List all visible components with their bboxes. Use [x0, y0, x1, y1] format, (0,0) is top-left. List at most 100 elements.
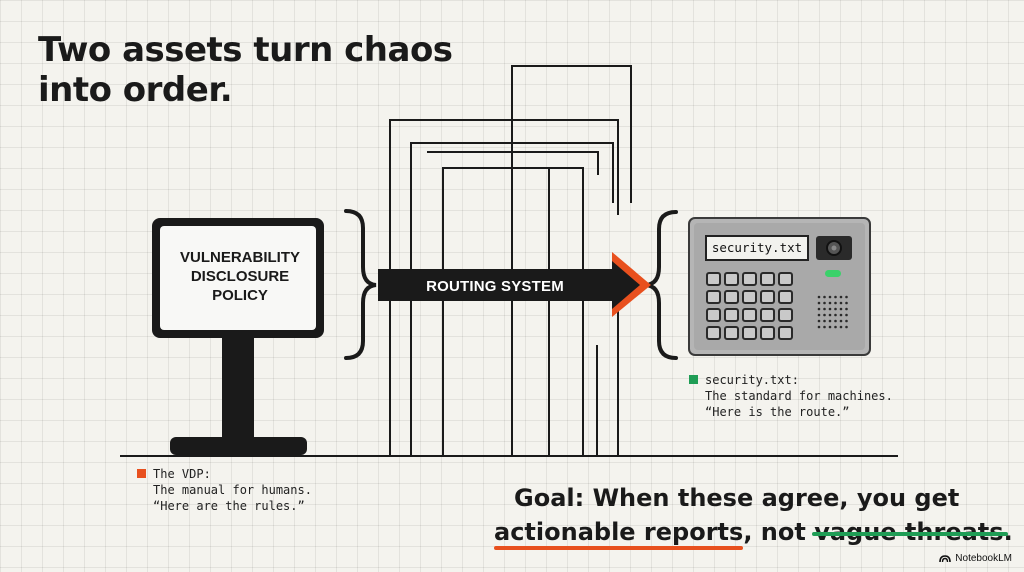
speaker-hole: [828, 307, 832, 311]
keypad-key: [760, 308, 775, 322]
speaker-hole: [845, 295, 848, 299]
speaker-hole: [834, 301, 837, 305]
speaker-hole: [839, 325, 843, 329]
caption-vdp-line-1: The VDP:: [153, 467, 211, 481]
keypad-key: [778, 290, 793, 304]
goal-statement: Goal: When these agree, you get actionab…: [494, 481, 1013, 549]
routing-system-label: ROUTING SYSTEM: [426, 278, 564, 295]
speaker-hole: [817, 295, 821, 299]
speaker-hole: [839, 301, 843, 305]
keypad: [706, 272, 793, 340]
speaker-hole: [823, 319, 826, 323]
vdp-monitor: [152, 218, 324, 455]
keypad-key: [742, 308, 757, 322]
speaker-hole: [834, 295, 837, 299]
keypad-key: [742, 326, 757, 340]
monitor-stand-base: [170, 437, 307, 455]
caption-vdp: The VDP: The manual for humans. “Here ar…: [137, 466, 312, 514]
goal-struck-text: vague threats: [814, 518, 1004, 546]
speaker-grille-icon: [817, 295, 848, 329]
caption-vdp-marker: [137, 469, 146, 478]
notebooklm-logo-icon: [939, 554, 952, 562]
speaker-hole: [834, 307, 837, 311]
speaker-hole: [828, 301, 832, 305]
speaker-hole: [839, 319, 843, 323]
speaker-hole: [834, 313, 837, 317]
routing-wires: [389, 65, 632, 456]
speaker-hole: [828, 319, 832, 323]
device-screen-label: security.txt: [711, 240, 803, 255]
speaker-hole: [834, 325, 837, 329]
goal-end: .: [1003, 518, 1013, 546]
left-brace: [344, 209, 377, 360]
page-title: Two assets turn chaos into order.: [38, 30, 453, 110]
monitor-label: VULNERABILITY DISCLOSURE POLICY: [160, 248, 320, 305]
goal-middle: , not: [743, 518, 815, 546]
brand-watermark: NotebookLM: [939, 553, 1012, 564]
keypad-key: [706, 272, 721, 286]
speaker-hole: [817, 307, 821, 311]
title-line-2: into order.: [38, 70, 233, 110]
wire-3: [511, 65, 632, 203]
keypad-key: [778, 326, 793, 340]
keypad-key: [706, 290, 721, 304]
routing-arrow-head: [612, 261, 640, 309]
keypad-key: [760, 290, 775, 304]
routing-arrow-body: [378, 269, 618, 301]
monitor-line-2: DISCLOSURE: [190, 268, 290, 285]
keypad-key: [742, 290, 757, 304]
speaker-hole: [839, 295, 843, 299]
caption-security-line-2: The standard for machines.: [705, 389, 893, 403]
speaker-hole: [845, 325, 848, 329]
keypad-key: [706, 308, 721, 322]
speaker-hole: [839, 307, 843, 311]
caption-security-txt: security.txt: The standard for machines.…: [689, 372, 893, 420]
brand-name: NotebookLM: [955, 553, 1012, 564]
wire-4: [427, 151, 599, 175]
speaker-hole: [828, 325, 832, 329]
speaker-hole: [823, 325, 826, 329]
speaker-hole: [834, 319, 837, 323]
goal-highlight: actionable reports: [494, 518, 744, 546]
keypad-key: [778, 308, 793, 322]
speaker-hole: [828, 313, 832, 317]
speaker-hole: [845, 307, 848, 311]
keypad-key: [742, 272, 757, 286]
status-led-icon: [825, 270, 841, 277]
goal-line-1: Goal: When these agree, you get: [514, 484, 960, 512]
speaker-hole: [845, 313, 848, 317]
keypad-key: [760, 326, 775, 340]
title-line-1: Two assets turn chaos: [38, 30, 453, 70]
keypad-key: [724, 290, 739, 304]
speaker-hole: [817, 313, 821, 317]
speaker-hole: [823, 307, 826, 311]
security-device: [688, 217, 871, 356]
device-screen: [705, 235, 809, 261]
keypad-key: [778, 272, 793, 286]
keypad-key: [724, 308, 739, 322]
caption-security-line-3: “Here is the route.”: [705, 405, 850, 419]
speaker-hole: [823, 301, 826, 305]
keypad-key: [724, 326, 739, 340]
speaker-hole: [828, 295, 832, 299]
speaker-hole: [839, 313, 843, 317]
caption-vdp-line-3: “Here are the rules.”: [153, 499, 305, 513]
speaker-hole: [823, 295, 826, 299]
monitor-stand-post: [222, 336, 254, 440]
monitor-line-1: VULNERABILITY: [180, 249, 300, 266]
caption-security-line-1: security.txt:: [705, 373, 799, 387]
keypad-key: [760, 272, 775, 286]
monitor-line-3: POLICY: [212, 287, 268, 304]
keypad-key: [724, 272, 739, 286]
keypad-key: [706, 326, 721, 340]
speaker-hole: [845, 301, 848, 305]
speaker-hole: [817, 319, 821, 323]
caption-security-marker: [689, 375, 698, 384]
camera-lens-center: [831, 245, 837, 251]
speaker-hole: [817, 325, 821, 329]
speaker-hole: [823, 313, 826, 317]
monitor-screen: [160, 226, 316, 330]
speaker-hole: [817, 301, 821, 305]
speaker-hole: [845, 319, 848, 323]
